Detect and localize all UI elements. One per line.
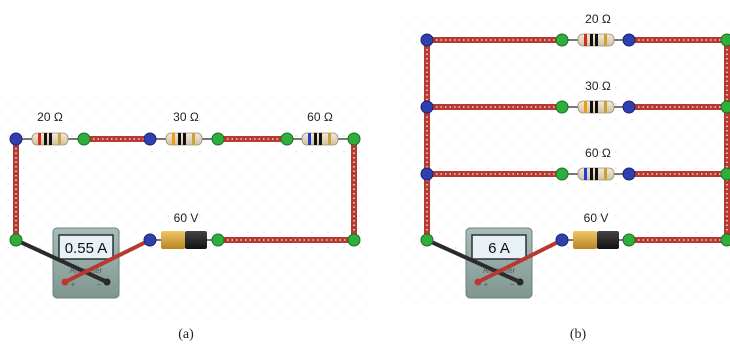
color-band bbox=[590, 101, 593, 113]
battery-negative-end bbox=[185, 231, 207, 249]
color-band bbox=[584, 168, 587, 180]
color-band bbox=[38, 133, 41, 145]
black-lead[interactable] bbox=[425, 238, 522, 284]
color-band bbox=[183, 133, 186, 145]
color-band bbox=[595, 34, 598, 46]
ammeter-reading: 0.55 A bbox=[65, 240, 108, 257]
wires-b bbox=[424, 37, 730, 243]
resistor-20[interactable] bbox=[16, 132, 84, 146]
terminal-plus-sign: + bbox=[484, 280, 489, 289]
battery[interactable] bbox=[562, 231, 630, 249]
junction-node[interactable] bbox=[420, 233, 434, 247]
color-band bbox=[44, 133, 47, 145]
junction-node[interactable] bbox=[280, 132, 294, 146]
battery-label: 60 V bbox=[174, 211, 199, 225]
battery-negative-end bbox=[597, 231, 619, 249]
color-band bbox=[590, 168, 593, 180]
color-band bbox=[172, 133, 175, 145]
panel-a-series-circuit: 20 Ω 30 Ω 60 Ω 60 V 0.55 A Ammeter + − bbox=[9, 110, 361, 342]
battery-positive-end bbox=[573, 231, 597, 249]
junction-node[interactable] bbox=[720, 33, 730, 47]
red-lead[interactable] bbox=[63, 238, 152, 284]
color-band bbox=[49, 133, 52, 145]
battery-positive-end bbox=[161, 231, 185, 249]
color-band bbox=[590, 34, 593, 46]
resistor-label: 20 Ω bbox=[585, 12, 611, 26]
junction-node[interactable] bbox=[420, 33, 434, 47]
color-band bbox=[314, 133, 317, 145]
nodes-a bbox=[9, 132, 361, 247]
nodes-b bbox=[420, 33, 730, 247]
resistor-30[interactable] bbox=[150, 132, 218, 146]
ammeter-reading: 6 A bbox=[488, 240, 510, 257]
black-lead[interactable] bbox=[14, 238, 109, 284]
color-band bbox=[604, 34, 607, 46]
junction-node[interactable] bbox=[720, 167, 730, 181]
color-band bbox=[595, 101, 598, 113]
junction-node[interactable] bbox=[555, 167, 569, 181]
resistor-label: 30 Ω bbox=[173, 110, 199, 124]
junction-node[interactable] bbox=[622, 167, 636, 181]
terminal-minus-sign: − bbox=[97, 280, 102, 289]
junction-node[interactable] bbox=[555, 233, 569, 247]
color-band bbox=[319, 133, 322, 145]
junction-node[interactable] bbox=[77, 132, 91, 146]
junction-node[interactable] bbox=[9, 233, 23, 247]
resistor-label: 60 Ω bbox=[307, 110, 333, 124]
junction-node[interactable] bbox=[347, 132, 361, 146]
junction-node[interactable] bbox=[622, 33, 636, 47]
junction-node[interactable] bbox=[555, 100, 569, 114]
terminal-minus-sign: − bbox=[510, 280, 515, 289]
terminal-plus-sign: + bbox=[71, 280, 76, 289]
junction-node[interactable] bbox=[420, 100, 434, 114]
red-lead[interactable] bbox=[476, 238, 564, 284]
junction-node[interactable] bbox=[211, 233, 225, 247]
resistor-label: 20 Ω bbox=[37, 110, 63, 124]
junction-node[interactable] bbox=[347, 233, 361, 247]
ammeter-screen bbox=[471, 234, 527, 260]
color-band bbox=[178, 133, 181, 145]
color-band bbox=[328, 133, 331, 145]
junction-node[interactable] bbox=[420, 167, 434, 181]
junction-node[interactable] bbox=[143, 132, 157, 146]
color-band bbox=[584, 101, 587, 113]
color-band bbox=[58, 133, 61, 145]
color-band bbox=[604, 168, 607, 180]
junction-node[interactable] bbox=[720, 100, 730, 114]
battery-label: 60 V bbox=[584, 211, 609, 225]
color-band bbox=[192, 133, 195, 145]
junction-node[interactable] bbox=[720, 233, 730, 247]
junction-node[interactable] bbox=[143, 233, 157, 247]
junction-node[interactable] bbox=[622, 233, 636, 247]
wires-a bbox=[13, 136, 357, 243]
junction-node[interactable] bbox=[211, 132, 225, 146]
color-band bbox=[595, 168, 598, 180]
resistor-label: 30 Ω bbox=[585, 79, 611, 93]
color-band bbox=[584, 34, 587, 46]
resistor-label: 60 Ω bbox=[585, 146, 611, 160]
junction-node[interactable] bbox=[555, 33, 569, 47]
color-band bbox=[604, 101, 607, 113]
caption-b: (b) bbox=[570, 327, 587, 342]
ammeter-screen bbox=[58, 234, 114, 260]
caption-a: (a) bbox=[178, 327, 194, 342]
grid-background-b bbox=[400, 10, 730, 310]
junction-node[interactable] bbox=[9, 132, 23, 146]
panel-b-parallel-circuit: 20 Ω 30 Ω 60 Ω 60 V 6 A Ammeter + − bbox=[420, 12, 730, 342]
color-band bbox=[308, 133, 311, 145]
junction-node[interactable] bbox=[622, 100, 636, 114]
